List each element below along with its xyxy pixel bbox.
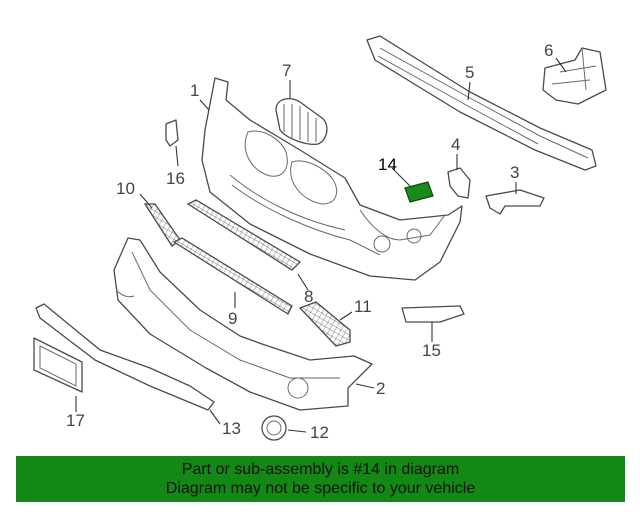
part-17-plate-bracket [33, 337, 83, 393]
part-1-bumper-cover [201, 77, 463, 281]
callout-16: 16 [166, 169, 185, 188]
callout-4: 4 [451, 135, 460, 154]
part-14-highlighted [404, 181, 434, 203]
callout-13: 13 [222, 419, 241, 438]
part-8-grille-strip [186, 199, 302, 271]
part-4-side-bracket [447, 167, 471, 199]
part-2-lower-cover [113, 237, 373, 411]
callout-2: 2 [376, 379, 385, 398]
callout-5: 5 [465, 63, 474, 82]
part-16-small-bracket [165, 119, 179, 147]
callout-17: 17 [66, 411, 85, 430]
leader-lines [75, 57, 567, 433]
callout-9: 9 [228, 309, 237, 328]
callout-3: 3 [510, 163, 519, 182]
part-7-kidney-grille [275, 98, 328, 145]
callout-8: 8 [304, 287, 313, 306]
part-15-trim-strip [401, 305, 465, 323]
callout-labels: 1 7 5 6 4 3 14 16 10 8 9 11 15 2 12 13 1… [66, 41, 553, 442]
part-12-ring [261, 415, 287, 441]
part-10-side-grille [143, 203, 181, 247]
callout-12: 12 [310, 423, 329, 442]
part-9-grille-strip [172, 237, 293, 315]
callout-1: 1 [190, 81, 199, 100]
callout-11: 11 [354, 297, 372, 316]
part-6-bracket [542, 47, 607, 105]
part-13-spoiler-lip [35, 303, 215, 411]
callout-7: 7 [282, 61, 291, 80]
banner-line-1: Part or sub-assembly is #14 in diagram [181, 461, 460, 478]
part-info-banner: Part or sub-assembly is #14 in diagram D… [16, 456, 625, 502]
banner-line-2: Diagram may not be specific to your vehi… [165, 480, 476, 497]
part-5-reinforcement-bar [366, 35, 597, 171]
part-3-bracket [485, 189, 545, 215]
callout-14: 14 [378, 155, 397, 174]
callout-15: 15 [422, 341, 441, 360]
callout-6: 6 [544, 41, 553, 60]
callout-10: 10 [116, 179, 135, 198]
part-11-side-grille [298, 301, 351, 347]
